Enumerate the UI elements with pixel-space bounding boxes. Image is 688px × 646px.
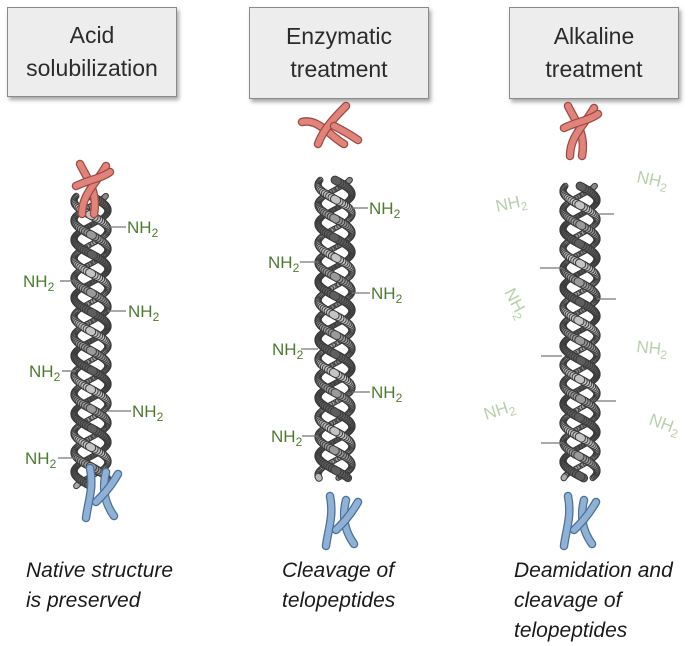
c-telopeptide-alkaline [564,496,596,546]
n-telopeptide-enzymatic [302,106,358,144]
amine-label-acid-2: NH2 [23,272,55,294]
n-telopeptide-alkaline [564,106,598,156]
amine-label-enzymatic-5: NH2 [371,383,403,405]
caption-enzymatic: Cleavage of telopeptides [282,556,395,616]
amine-label-alkaline-3: NH2 [498,285,532,323]
amine-label-enzymatic-1: NH2 [369,199,401,221]
amine-label-enzymatic-2: NH2 [268,253,300,275]
amine-label-enzymatic-4: NH2 [272,340,304,362]
helix-enzymatic [318,180,352,478]
c-telopeptide-enzymatic [326,496,358,546]
amine-label-alkaline-6: NH2 [646,410,683,441]
amine-label-alkaline-1: NH2 [635,167,670,195]
c-telopeptide-acid [86,468,118,518]
caption-acid: Native structure is preserved [26,556,173,616]
amine-label-acid-5: NH2 [132,402,164,424]
amine-label-acid-6: NH2 [25,449,57,471]
helix-alkaline [563,186,597,478]
amine-label-alkaline-4: NH2 [635,337,669,362]
amine-label-enzymatic-3: NH2 [371,284,403,306]
helix-acid [74,196,108,486]
amine-label-acid-4: NH2 [29,362,61,384]
amine-label-alkaline-5: NH2 [481,396,518,427]
amine-label-acid-3: NH2 [128,302,160,324]
amine-label-acid-1: NH2 [127,218,159,240]
amine-label-alkaline-2: NH2 [494,191,529,219]
caption-alkaline: Deamidation and cleavage of telopeptides [514,556,673,646]
amine-label-enzymatic-6: NH2 [271,427,303,449]
